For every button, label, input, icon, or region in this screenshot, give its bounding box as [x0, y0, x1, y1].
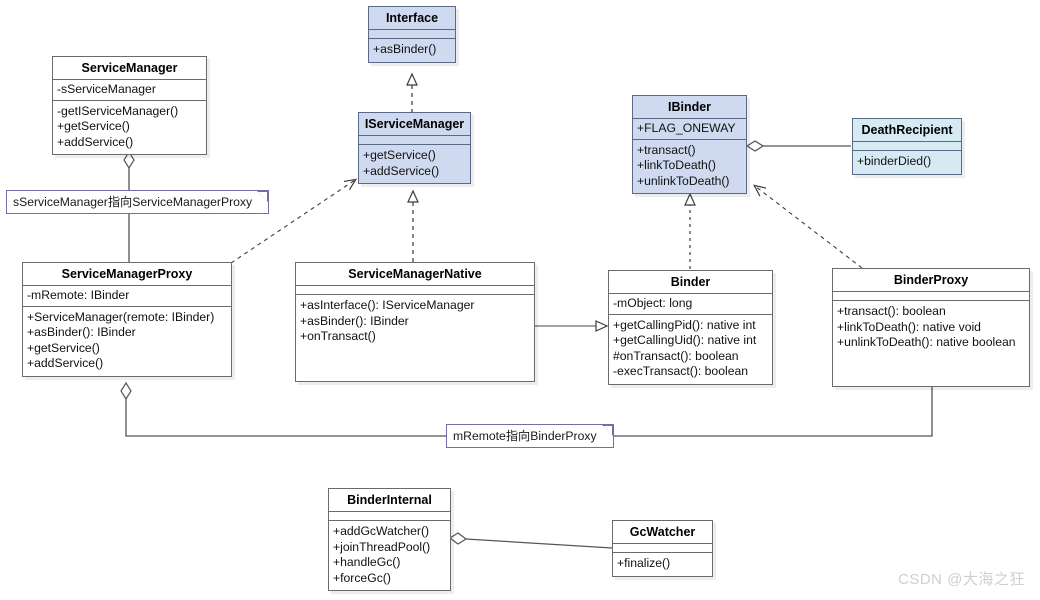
class-box-servicemanagerproxy[interactable]: ServiceManagerProxy -mRemote: IBinder +S…: [22, 262, 232, 377]
class-name-servicemanagerproxy: ServiceManagerProxy: [23, 263, 231, 286]
class-box-binder[interactable]: Binder -mObject: long +getCallingPid(): …: [608, 270, 773, 385]
class-attributes-servicemanagerproxy: -mRemote: IBinder: [23, 286, 231, 307]
member-row: +FLAG_ONEWAY: [637, 121, 736, 135]
member-row: -mRemote: IBinder: [27, 288, 130, 302]
class-operations-ibinder: +transact() +linkToDeath() +unlinkToDeat…: [633, 139, 746, 193]
class-name-iservicemanager: IServiceManager: [359, 113, 470, 136]
member-row: +addService(): [27, 356, 104, 370]
class-operations-servicemanager: -getIServiceManager() +getService() +add…: [53, 101, 206, 155]
class-box-ibinder[interactable]: IBinder +FLAG_ONEWAY +transact() +linkTo…: [632, 95, 747, 194]
member-row: +linkToDeath(): native void: [837, 319, 981, 334]
class-name-servicemanager: ServiceManager: [53, 57, 206, 80]
member-row: -getIServiceManager(): [57, 103, 179, 118]
class-attributes-ibinder: +FLAG_ONEWAY: [633, 119, 746, 140]
member-row: +asBinder(): [373, 42, 437, 56]
member-row: -mObject: long: [613, 296, 693, 310]
member-row: +handleGc(): [333, 555, 401, 569]
member-row: -sServiceManager: [57, 82, 156, 96]
member-row: +transact(): [637, 142, 696, 157]
class-operations-binderinternal: +addGcWatcher() +joinThreadPool() +handl…: [329, 521, 450, 590]
class-attributes-deathrecipient: [853, 142, 961, 151]
class-attributes-binderinternal: [329, 512, 450, 521]
note-mremote[interactable]: mRemote指向BinderProxy: [446, 424, 614, 448]
class-attributes-iservicemanager: [359, 136, 470, 145]
member-row: +onTransact(): [300, 329, 376, 343]
class-box-binderproxy[interactable]: BinderProxy +transact(): boolean +linkTo…: [832, 268, 1030, 387]
note-text: mRemote指向BinderProxy: [453, 429, 597, 443]
member-row: +transact(): boolean: [837, 304, 946, 318]
class-operations-binderproxy: +transact(): boolean +linkToDeath(): nat…: [833, 301, 1029, 355]
member-row: #onTransact(): boolean: [613, 348, 739, 363]
class-operations-iservicemanager: +getService() +addService(): [359, 145, 470, 183]
member-row: +asBinder(): IBinder: [27, 325, 136, 339]
class-attributes-binderproxy: [833, 292, 1029, 301]
note-fold-inner: [258, 192, 268, 201]
class-attributes-interface: [369, 30, 455, 39]
class-name-binder: Binder: [609, 271, 772, 294]
member-row: +addService(): [57, 134, 134, 149]
class-name-deathrecipient: DeathRecipient: [853, 119, 961, 142]
member-row: +addService(): [363, 163, 440, 178]
member-row: +asInterface(): IServiceManager: [300, 298, 475, 312]
member-row: +getCallingUid(): native int: [613, 333, 757, 347]
class-box-deathrecipient[interactable]: DeathRecipient +binderDied(): [852, 118, 962, 175]
member-row: +joinThreadPool(): [333, 539, 431, 554]
member-row: +asBinder(): IBinder: [300, 313, 409, 328]
class-name-gcwatcher: GcWatcher: [613, 521, 712, 544]
edge-ibinder-aggregates-deathrecipient: [745, 140, 851, 152]
class-name-binderinternal: BinderInternal: [329, 489, 450, 512]
class-attributes-servicemanager: -sServiceManager: [53, 80, 206, 101]
class-name-ibinder: IBinder: [633, 96, 746, 119]
watermark-label: CSDN @大海之狂: [898, 571, 1025, 588]
class-box-interface[interactable]: Interface +asBinder(): [368, 6, 456, 63]
member-row: +finalize(): [617, 556, 671, 570]
class-box-gcwatcher[interactable]: GcWatcher +finalize(): [612, 520, 713, 577]
class-operations-servicemanagerproxy: +ServiceManager(remote: IBinder) +asBind…: [23, 307, 231, 376]
class-operations-servicemanagernative: +asInterface(): IServiceManager +asBinde…: [296, 295, 534, 349]
member-row: +getService(): [57, 119, 130, 133]
class-box-iservicemanager[interactable]: IServiceManager +getService() +addServic…: [358, 112, 471, 184]
member-row: +getService(): [363, 148, 436, 162]
edge-binderproxy-realizes-ibinder: [753, 184, 863, 269]
note-text: sServiceManager指向ServiceManagerProxy: [13, 195, 253, 209]
class-operations-deathrecipient: +binderDied(): [853, 151, 961, 174]
note-sservicemanager[interactable]: sServiceManager指向ServiceManagerProxy: [6, 190, 270, 214]
class-name-servicemanagernative: ServiceManagerNative: [296, 263, 534, 286]
member-row: +addGcWatcher(): [333, 524, 430, 538]
class-operations-interface: +asBinder(): [369, 39, 455, 62]
member-row: +getCallingPid(): native int: [613, 317, 756, 332]
class-attributes-binder: -mObject: long: [609, 294, 772, 315]
class-attributes-gcwatcher: [613, 544, 712, 553]
class-operations-binder: +getCallingPid(): native int +getCalling…: [609, 315, 772, 384]
member-row: +forceGc(): [333, 570, 391, 585]
class-box-servicemanagernative[interactable]: ServiceManagerNative +asInterface(): ISe…: [295, 262, 535, 382]
member-row: -execTransact(): boolean: [613, 364, 749, 378]
member-row: +unlinkToDeath(): [637, 173, 730, 188]
class-box-servicemanager[interactable]: ServiceManager -sServiceManager -getISer…: [52, 56, 207, 155]
class-name-binderproxy: BinderProxy: [833, 269, 1029, 292]
member-row: +unlinkToDeath(): native boolean: [837, 335, 1016, 349]
class-attributes-servicemanagernative: [296, 286, 534, 295]
class-operations-gcwatcher: +finalize(): [613, 553, 712, 576]
member-row: +getService(): [27, 340, 100, 355]
member-row: +binderDied(): [857, 154, 932, 168]
class-box-binderinternal[interactable]: BinderInternal +addGcWatcher() +joinThre…: [328, 488, 451, 591]
note-fold-inner: [602, 426, 612, 435]
class-name-interface: Interface: [369, 7, 455, 30]
member-row: +ServiceManager(remote: IBinder): [27, 309, 215, 324]
member-row: +linkToDeath(): [637, 158, 716, 172]
edge-binderinternal-aggregates-gcwatcher: [448, 532, 613, 549]
